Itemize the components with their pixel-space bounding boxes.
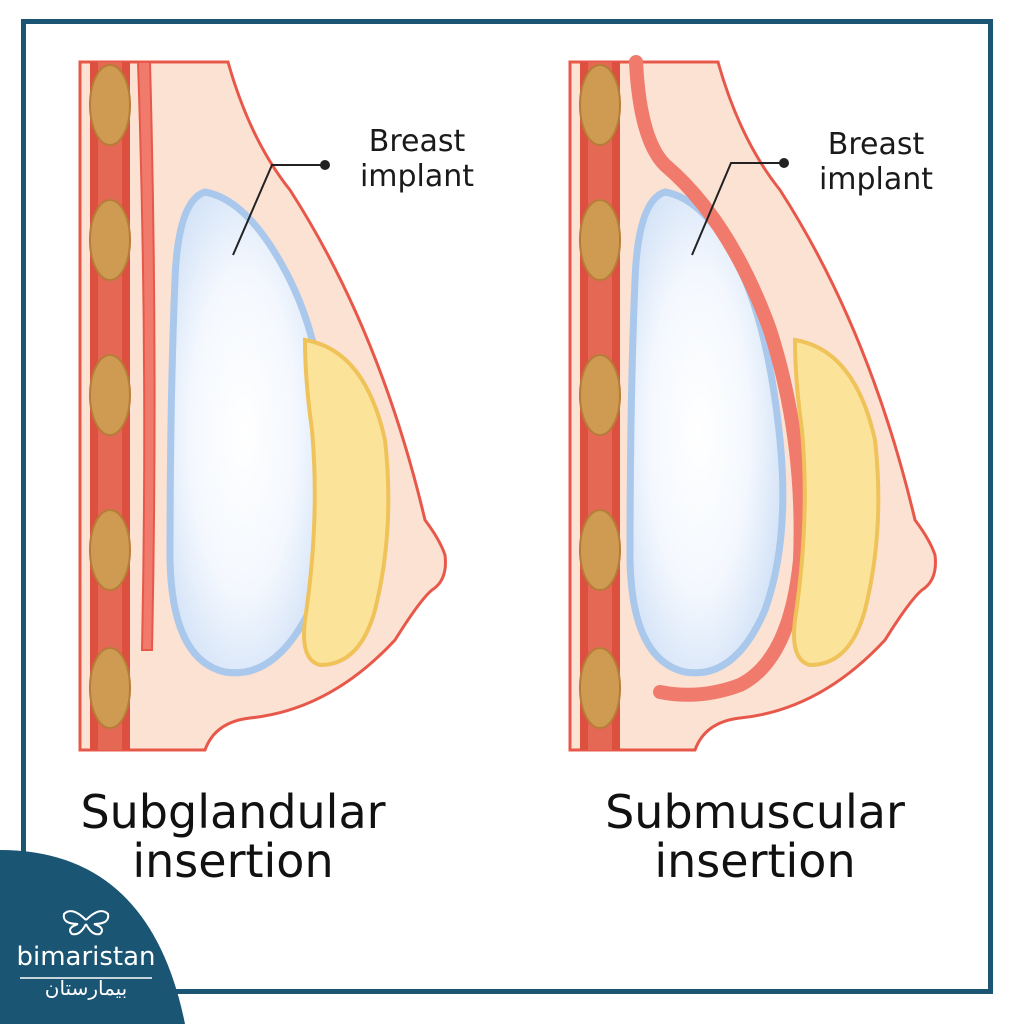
callout-leader <box>691 162 782 256</box>
breast-implant <box>166 188 336 677</box>
callout-leader <box>232 164 323 256</box>
panel-subglandular <box>78 60 447 752</box>
mammary-gland <box>792 337 881 668</box>
caption-submuscular: Submuscular insertion <box>545 788 965 886</box>
pectoral-muscle <box>629 55 808 702</box>
caption-line: insertion <box>132 834 334 888</box>
caption-line: insertion <box>654 834 856 888</box>
brand-corner-shape <box>0 850 185 1024</box>
brand-name: bimaristan <box>16 942 156 972</box>
butterfly-icon <box>62 910 110 936</box>
ribs <box>89 64 131 729</box>
caption-subglandular: Subglandular insertion <box>23 788 443 886</box>
caption-line: Submuscular <box>605 785 905 839</box>
callout-dot <box>779 158 789 168</box>
caption-line: Subglandular <box>80 785 386 839</box>
callout-dot <box>320 160 330 170</box>
mammary-gland <box>302 337 391 668</box>
panel-submuscular <box>568 55 937 752</box>
ribs <box>579 64 621 729</box>
callout-label: Breast implant <box>359 124 475 194</box>
callout-label: Breast implant <box>818 127 934 197</box>
brand-arabic-name: بيمارستان <box>44 976 128 1000</box>
pectoral-muscle <box>136 61 156 651</box>
